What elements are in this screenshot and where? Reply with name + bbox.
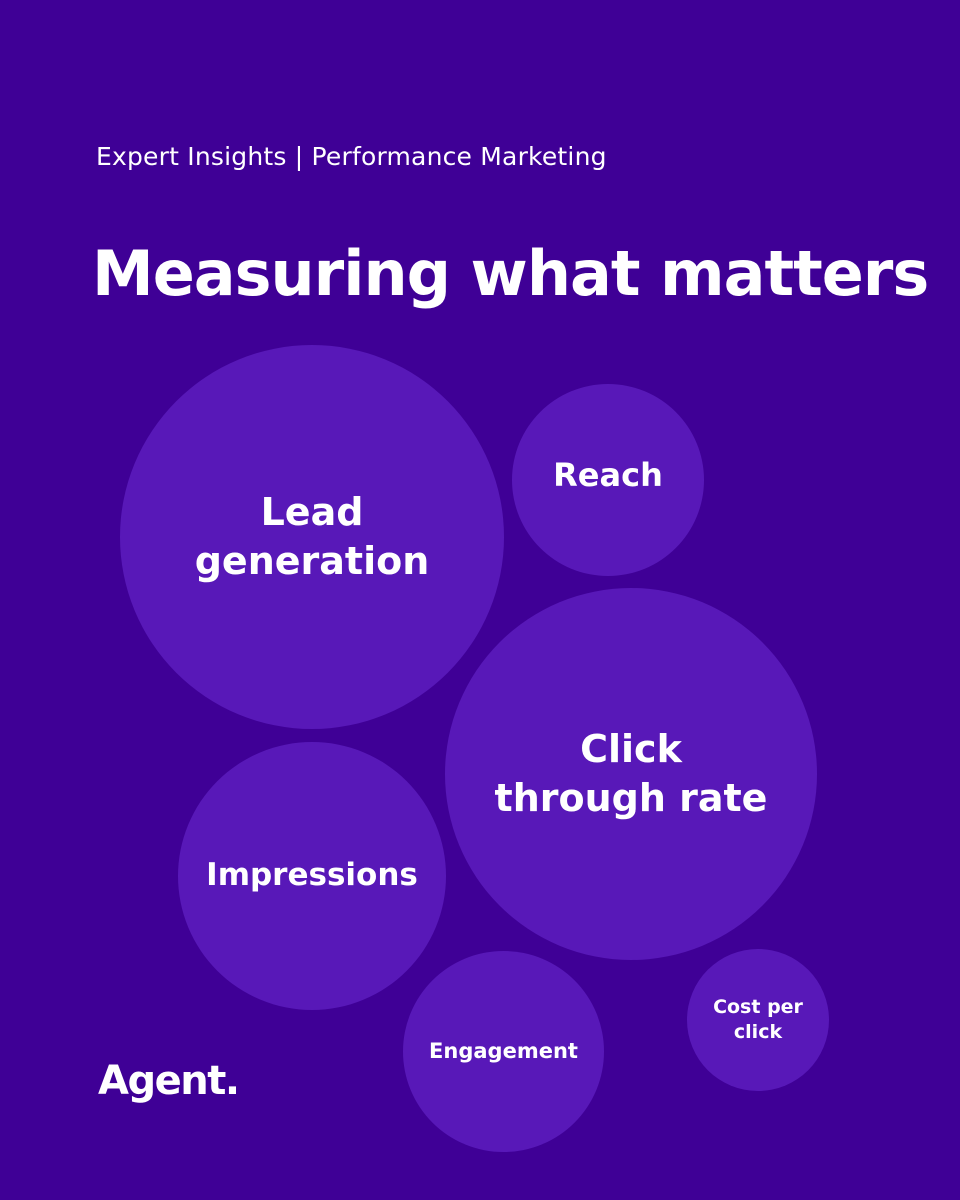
bubble-click-through-rate: Click through rate [445, 588, 817, 960]
page-title: Measuring what matters [92, 237, 929, 310]
bubble-label: Engagement [429, 1038, 578, 1063]
bubble-label: Click through rate [494, 727, 768, 820]
bubble-label: Lead generation [194, 490, 430, 583]
bubble-engagement: Engagement [403, 951, 604, 1152]
brand-logo: Agent. [98, 1058, 240, 1104]
bubble-lead-generation: Lead generation [120, 345, 504, 729]
bubble-label: Reach [553, 455, 663, 494]
bubble-impressions: Impressions [178, 742, 446, 1010]
bubble-label: Cost per click [713, 996, 803, 1043]
bubble-reach: Reach [512, 384, 704, 576]
eyebrow-text: Expert Insights | Performance Marketing [96, 142, 607, 171]
bubble-label: Impressions [206, 857, 418, 894]
bubble-cost-per-click: Cost per click [687, 949, 829, 1091]
